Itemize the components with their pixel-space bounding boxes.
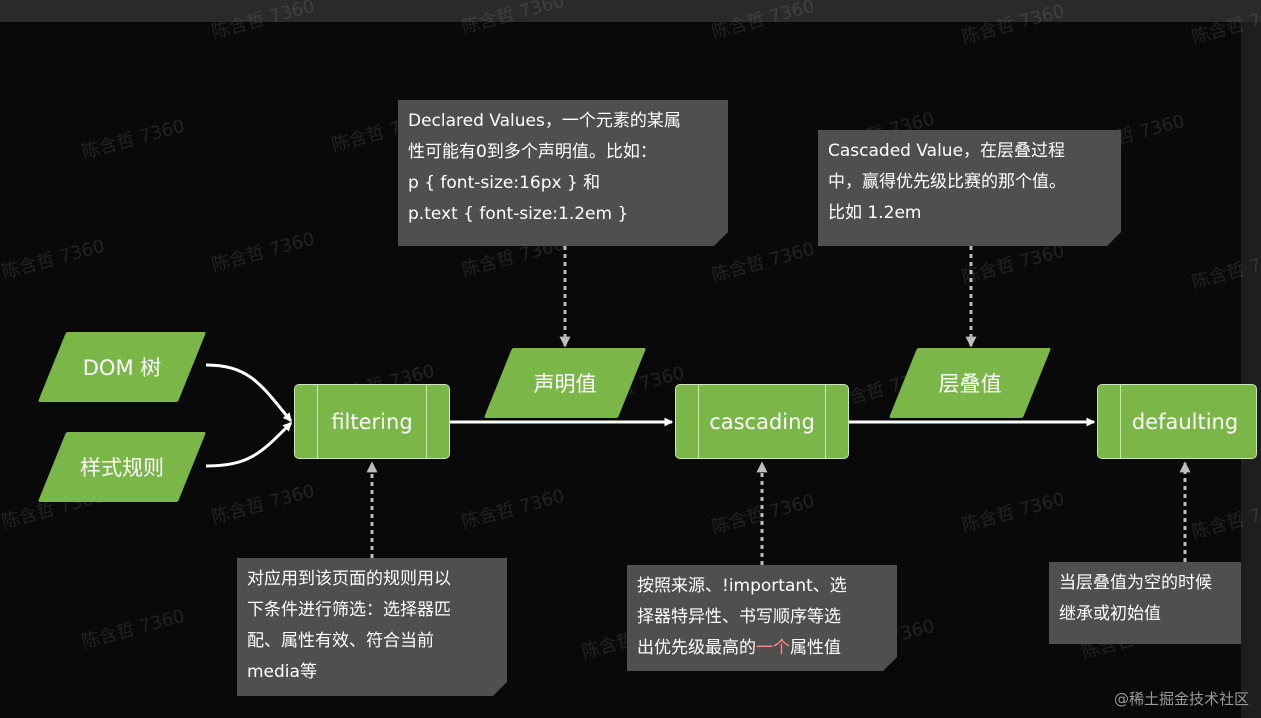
note-line: p.text { font-size:1.2em } [408, 204, 629, 224]
node-cascaded-value-label: 层叠值 [938, 372, 1002, 396]
note-line: 继承或初始值 [1059, 604, 1161, 624]
note-line: media等 [247, 662, 317, 682]
note-line: 性可能有0到多个声明值。比如： [408, 142, 657, 162]
note-text: 属性值 [790, 638, 841, 658]
note-line: p { font-size:16px } 和 [408, 173, 601, 193]
node-cascading-label: cascading [709, 409, 815, 434]
note-declared-values: Declared Values，一个元素的某属 性可能有0到多个声明值。比如： … [398, 100, 728, 246]
note-defaulting: 当层叠值为空的时候 继承或初始值 [1049, 562, 1241, 644]
note-line: Cascaded Value，在层叠过程 [828, 141, 1066, 161]
note-line: 当层叠值为空的时候 [1059, 573, 1212, 593]
edge-style-to-filtering [205, 421, 293, 468]
note-line: 出优先级最高的一个属性值 [637, 633, 887, 664]
site-credit: @稀土掘金技术社区 [1113, 690, 1249, 708]
right-strip [1241, 22, 1261, 718]
note-line: 按照来源、!important、选 [637, 576, 847, 596]
note-filtering: 对应用到该页面的规则用以 下条件进行筛选：选择器匹 配、属性有效、符合当前 me… [237, 558, 507, 696]
node-cascaded-value[interactable]: 层叠值 [888, 348, 1052, 418]
note-line: 择器特异性、书写顺序等选 [637, 607, 841, 627]
node-dom-tree[interactable]: DOM 树 [37, 332, 207, 402]
note-highlight: 一个 [756, 638, 790, 658]
top-bar [0, 0, 1261, 22]
node-filtering[interactable]: filtering [294, 384, 450, 459]
note-text: 出优先级最高的 [637, 638, 756, 658]
node-declared-values[interactable]: 声明值 [483, 348, 647, 418]
node-declared-values-label: 声明值 [533, 372, 597, 396]
note-line: Declared Values，一个元素的某属 [408, 111, 681, 131]
node-defaulting[interactable]: defaulting [1097, 384, 1257, 459]
note-line: 下条件进行筛选：选择器匹 [247, 600, 451, 620]
note-line: 配、属性有效、符合当前 [247, 631, 434, 651]
note-line: 中，赢得优先级比赛的那个值。 [828, 172, 1066, 192]
node-style-rules[interactable]: 样式规则 [37, 432, 207, 502]
node-filtering-label: filtering [331, 409, 413, 434]
note-cascaded-value: Cascaded Value，在层叠过程 中，赢得优先级比赛的那个值。 比如 1… [818, 130, 1121, 246]
node-dom-tree-label: DOM 树 [82, 356, 162, 380]
edge-dom-to-filtering [205, 363, 293, 423]
node-defaulting-label: defaulting [1131, 409, 1239, 434]
node-cascading[interactable]: cascading [675, 384, 849, 459]
note-cascading: 按照来源、!important、选 择器特异性、书写顺序等选 出优先级最高的一个… [627, 565, 897, 671]
note-line: 对应用到该页面的规则用以 [247, 569, 451, 589]
node-style-rules-label: 样式规则 [80, 456, 164, 480]
note-line: 比如 1.2em [828, 203, 922, 223]
